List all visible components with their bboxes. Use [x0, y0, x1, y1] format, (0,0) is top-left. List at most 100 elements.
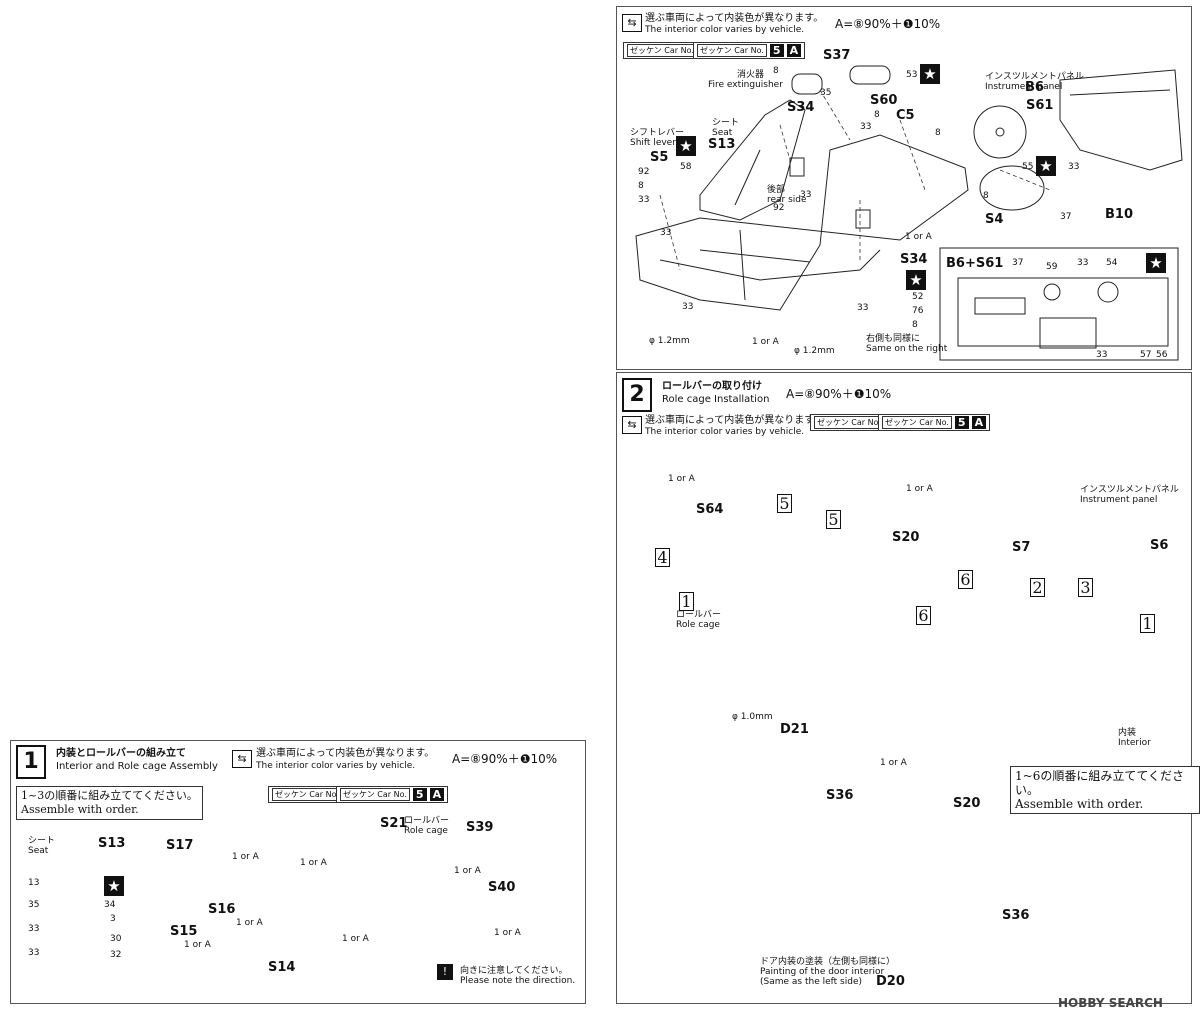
or-label: 1 or A	[184, 940, 211, 950]
rear-jp: 後部	[767, 185, 786, 195]
label-s39: S39	[466, 820, 494, 835]
car-no-label: ゼッケン Car No.	[697, 44, 767, 57]
label-s36b: S36	[1002, 908, 1030, 923]
sequence-number: 6	[958, 570, 973, 589]
ext-jp: 消火器	[737, 70, 765, 80]
car-no-label: ゼッケン Car No.	[882, 416, 952, 429]
label-s36: S36	[826, 788, 854, 803]
label-d21: D21	[780, 722, 809, 737]
label-s20: S20	[892, 530, 920, 545]
label-b6: B6	[1025, 80, 1044, 95]
part-number: 33	[860, 122, 872, 132]
part-number: 33	[800, 190, 812, 200]
phi-label: φ 1.0mm	[732, 712, 773, 722]
part-number: 37	[1012, 258, 1024, 268]
sequence-number: 3	[1078, 578, 1093, 597]
or-label: 1 or A	[300, 858, 327, 868]
part-number: 3	[110, 914, 116, 924]
part-number: 33	[1096, 350, 1108, 360]
star-icon: ★	[906, 270, 926, 290]
part-number: 92	[638, 167, 650, 177]
label-s7: S7	[1012, 540, 1031, 555]
label-s40: S40	[488, 880, 516, 895]
part-number: 33	[28, 948, 40, 958]
label-c5: C5	[896, 108, 915, 123]
shift-jp: シフトレバー	[630, 128, 685, 138]
inst-jp: インスツルメントパネル	[1080, 485, 1179, 495]
phi-label: φ 1.2mm	[649, 336, 690, 346]
or-label: 1 or A	[668, 474, 695, 484]
step-top-panel	[616, 6, 1192, 370]
step2-title-en: Role cage Installation	[662, 394, 770, 405]
part-number: 33	[1068, 162, 1080, 172]
sequence-number: 1	[1140, 614, 1155, 633]
swap-arrow-icon: ⇆	[622, 416, 642, 434]
step2-number: 2	[622, 378, 652, 412]
step2-formula: A=⑧90%＋❶10%	[786, 387, 892, 401]
label-s20b: S20	[953, 796, 981, 811]
star-icon: ★	[104, 876, 124, 896]
part-number: 30	[110, 934, 122, 944]
top-car-selector-2: ゼッケン Car No. 5 A	[693, 42, 806, 59]
star-icon: ★	[1036, 156, 1056, 176]
or-label: 1 or A	[880, 758, 907, 768]
or-label: 1 or A	[494, 928, 521, 938]
step2-title-jp: ロールバーの取り付け	[662, 381, 762, 392]
car-no-value: 5	[412, 788, 427, 801]
part-number: 8	[638, 181, 644, 191]
car-no-value: 5	[954, 416, 969, 429]
sequence-number: 2	[1030, 578, 1045, 597]
step1-order-note: 1~3の順番に組み立ててください。 Assemble with order.	[16, 786, 203, 820]
part-number: 52	[912, 292, 924, 302]
rollbar-jp: ロールバー	[676, 610, 722, 620]
or-label: 1 or A	[232, 852, 259, 862]
part-number: 57	[1140, 350, 1152, 360]
part-number: 92	[773, 203, 785, 213]
sequence-number: 5	[826, 510, 841, 529]
star-icon: ★	[1146, 253, 1166, 273]
sequence-number: 4	[655, 548, 670, 567]
label-s61: S61	[1026, 98, 1054, 113]
ext-en: Fire extinguisher	[708, 80, 783, 90]
seat-en: Seat	[712, 128, 733, 138]
rollbar-jp: ロールバー	[404, 816, 450, 826]
step2-panel	[616, 372, 1192, 1004]
part-number: 55	[1022, 162, 1034, 172]
top-color-formula: A=⑧90%＋❶10%	[835, 17, 941, 31]
door-en: Painting of the door interior	[760, 967, 885, 977]
part-number: 8	[935, 128, 941, 138]
label-s13: S13	[98, 836, 126, 851]
order-en: Assemble with order.	[21, 803, 139, 816]
label-s13: S13	[708, 137, 736, 152]
part-number: 8	[983, 191, 989, 201]
step1-variant-en: The interior color varies by vehicle.	[256, 761, 416, 771]
part-number: 76	[912, 306, 924, 316]
seat-en: Seat	[28, 846, 49, 856]
car-no-value: 5	[769, 44, 784, 57]
caution-en: Please note the direction.	[460, 976, 576, 986]
part-number: 33	[1077, 258, 1089, 268]
part-number: 56	[1156, 350, 1168, 360]
car-color-value: A	[786, 44, 802, 57]
sequence-number: 6	[916, 606, 931, 625]
step2-variant-en: The interior color varies by vehicle.	[645, 427, 805, 437]
caution-icon: !	[437, 964, 453, 980]
order-jp: 1~6の順番に組み立ててください。	[1015, 769, 1184, 797]
or-label: 1 or A	[905, 232, 932, 242]
part-number: 13	[28, 878, 40, 888]
step1-variant-jp: 選ぶ車両によって内装色が異なります。	[256, 748, 435, 759]
sequence-number: 5	[777, 494, 792, 513]
step1-title-en: Interior and Role cage Assembly	[56, 761, 218, 772]
part-number: 35	[28, 900, 40, 910]
rollbar-en: Role cage	[676, 620, 720, 630]
inst-en: Instrument panel	[1080, 495, 1158, 505]
label-s4: S4	[985, 212, 1004, 227]
label-s16: S16	[208, 902, 236, 917]
label-s21: S21	[380, 816, 408, 831]
order-en: Assemble with order.	[1015, 797, 1144, 811]
car-no-label: ゼッケン Car No.	[272, 788, 342, 801]
footer-brand: HOBBY SEARCH	[1058, 996, 1163, 1010]
label-s14: S14	[268, 960, 296, 975]
same-en: Same on the right	[866, 344, 948, 354]
part-number: 53	[906, 70, 918, 80]
